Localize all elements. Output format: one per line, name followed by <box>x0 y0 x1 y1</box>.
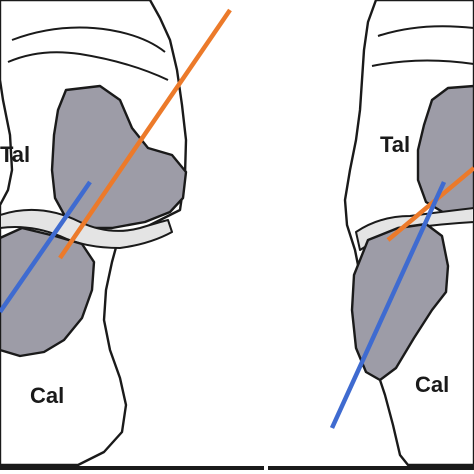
left-upper-contour-2 <box>7 51 169 81</box>
left-blue-axis <box>0 180 92 314</box>
left-upper-contour <box>11 26 166 53</box>
left-panel: Tal Cal <box>0 0 264 470</box>
right-talus-label: Tal <box>380 132 410 157</box>
right-orange-axis <box>386 166 474 242</box>
right-upper-contour <box>377 25 474 37</box>
left-calcaneus-label: Cal <box>30 383 64 408</box>
right-panel: Tal Cal <box>268 0 474 470</box>
left-orange-axis <box>58 8 232 260</box>
right-blue-axis <box>329 181 447 429</box>
right-calcaneus-label: Cal <box>415 372 449 397</box>
left-talus-shaded <box>50 84 188 230</box>
left-calcaneus-shaded <box>0 226 96 358</box>
right-upper-contour-2 <box>371 59 474 67</box>
left-talus-label: Tal <box>0 142 30 167</box>
right-calcaneus-shaded <box>350 222 450 382</box>
left-joint-cartilage <box>0 208 173 249</box>
